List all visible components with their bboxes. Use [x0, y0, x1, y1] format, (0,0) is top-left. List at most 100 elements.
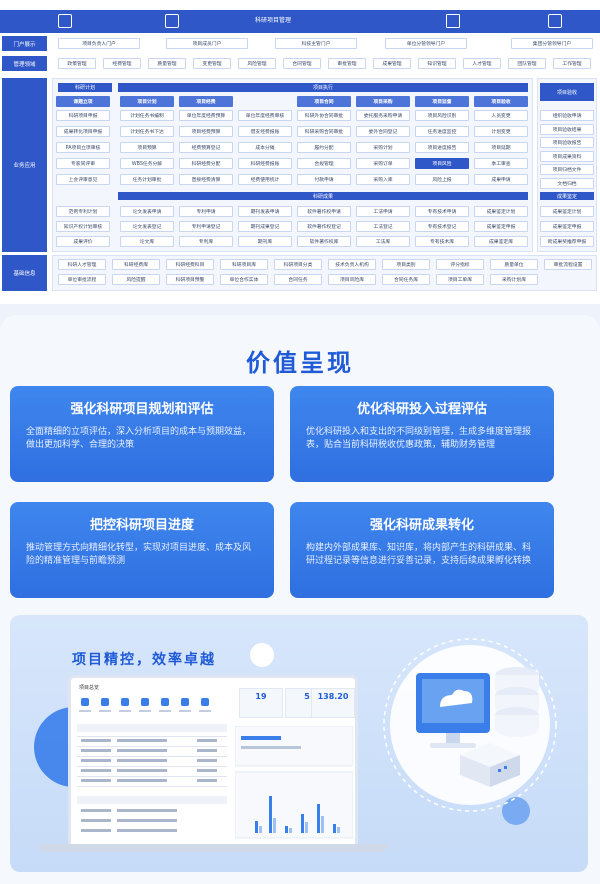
right-header: 项目验收 [540, 83, 594, 101]
outcome-item: 专有技术申请 [415, 206, 469, 217]
domain-item: 经费管理 [103, 58, 141, 69]
outcome-item: 成果鉴定库 [474, 236, 528, 247]
business-item: 借支经费报账 [238, 126, 292, 137]
business-item: 付款申请 [297, 174, 351, 185]
row-label-basic: 基础信息 [2, 255, 47, 291]
business-item: 科研经费分配 [179, 158, 233, 169]
appraisal-item: 跨成果奖推荐申报 [540, 236, 594, 247]
outcome-item: 成果评价 [56, 236, 110, 247]
chart-icon [165, 14, 179, 28]
business-item: 人员变更 [474, 110, 528, 121]
basic-item: 技术负责人机构 [328, 259, 376, 270]
business-col-header: 项目采购 [356, 96, 410, 107]
outcome-item: 专利申请 [179, 206, 233, 217]
outcome-item: 期刊成果登记 [238, 221, 292, 232]
business-item: 成果转化项目申报 [56, 126, 110, 137]
outcome-item: 软件著作权申请 [297, 206, 351, 217]
portal-item: 单位分管领导门户 [385, 38, 467, 49]
portal-item: 集团分管领导门户 [511, 38, 593, 49]
card-title: 强化科研成果转化 [369, 518, 474, 533]
computer-icon [446, 14, 460, 28]
domain-item: 合同管理 [283, 58, 321, 69]
portal-item: 项目负责人门户 [58, 38, 140, 49]
business-item: 项目预算 [120, 142, 174, 153]
business-item: 科研外协合同审批 [297, 110, 351, 121]
business-item: 计划任务书编制 [120, 110, 174, 121]
appraisal-item: 成果鉴定申报 [540, 221, 594, 232]
outcome-item: 论文发表登记 [120, 221, 174, 232]
outcome-item: 软件著作权库 [297, 236, 351, 247]
outcome-item: 成果鉴定计划 [474, 206, 528, 217]
domain-item: 工作管理 [553, 58, 591, 69]
stat-box: 138.20 [311, 688, 355, 718]
card-desc: 推动管理方式向精细化转型，实现对项目进度、成本及风险的精准管理与前瞻预测 [26, 543, 252, 566]
business-item: 任务计划审批 [120, 174, 174, 185]
outcome-item: 专有技术库 [415, 236, 469, 247]
value-card-outcome: 强化科研成果转化 构建内外部成果库、知识库，将内部产生的科研成果、科研过程记录等… [290, 502, 554, 598]
basic-item: 采购计划库 [490, 274, 538, 285]
outcome-header: 科研成果 [118, 192, 528, 200]
value-card-progress: 把控科研项目进度 推动管理方式向精细化转型，实现对项目进度、成本及风险的精准管理… [10, 502, 274, 598]
outcome-item: 期刊库 [238, 236, 292, 247]
business-item: 直接经费清算 [179, 174, 233, 185]
card-title: 优化科研投入过程评估 [356, 402, 487, 417]
acceptance-item: 文档归档 [540, 177, 594, 189]
stat-box: 19 [239, 688, 283, 718]
decor-circle [502, 797, 530, 825]
business-col-header: 课题立项 [56, 96, 110, 107]
business-item: 经费使用统计 [238, 174, 292, 185]
card-desc: 构建内外部成果库、知识库，将内部产生的科研成果、科研过程记录等信息进行妥善记录，… [306, 543, 532, 566]
basic-item: 质量单位 [490, 259, 538, 270]
business-item: 任务进度监控 [415, 126, 469, 137]
acceptance-item: 项目验收结果 [540, 123, 594, 135]
outcome-item: 专利库 [179, 236, 233, 247]
card-title: 强化科研项目规划和评估 [70, 402, 214, 417]
value-title: 价值呈现 [246, 349, 354, 377]
value-card-planning: 强化科研项目规划和评估 全面精细的立项评估，深入分析项目的成本与预期效益，做出更… [10, 386, 274, 482]
business-item: 项目风险 [415, 158, 469, 169]
basic-item: 科研人才管理 [58, 259, 106, 270]
basic-item: 单位审批流程 [58, 274, 106, 285]
portal-item: 科技主管门户 [275, 38, 357, 49]
basic-item: 审批流程设置 [544, 259, 592, 270]
domain-item: 人才管理 [463, 58, 501, 69]
acceptance-item: 项目成果资料 [540, 150, 594, 162]
plan-header: 科研计划 [58, 83, 112, 92]
outcome-item: 成果鉴定申报 [474, 221, 528, 232]
domain-item: 政策管理 [58, 58, 96, 69]
business-item: 项目进度报告 [415, 142, 469, 153]
domain-item: 成果管理 [373, 58, 411, 69]
appraisal-item: 成果鉴定计划 [540, 206, 594, 217]
decor-circle [250, 643, 274, 667]
outcome-item: 论文发表申请 [120, 206, 174, 217]
dash-title: 项目总览 [79, 685, 100, 691]
basic-item: 科研项目预警 [166, 274, 214, 285]
business-item: 单位年度经费审核 [238, 110, 292, 121]
acceptance-item: 项目验收报告 [540, 137, 594, 148]
dash-chart [235, 726, 353, 839]
domain-item: 审批管理 [328, 58, 366, 69]
card-title: 把控科研项目进度 [89, 518, 194, 533]
outcome-item: 知识产权计划审核 [56, 221, 110, 232]
business-item: 科研经费报账 [238, 158, 292, 169]
business-item: 专家同评审 [56, 158, 110, 169]
basic-item: 合同任务 [274, 274, 322, 285]
exec-header: 项目执行 [118, 83, 528, 92]
business-item: 委外合同登记 [356, 126, 410, 137]
business-item: 成本分摊 [238, 142, 292, 153]
basic-item: 项目类别 [382, 259, 430, 270]
basic-item: 科研项目分类 [274, 259, 322, 270]
acceptance-item: 项目归档文件 [540, 164, 594, 175]
outcome-item: 工法登记 [356, 221, 410, 232]
business-item: 项目经费预算 [179, 126, 233, 137]
business-item: 计划任务书下达 [120, 126, 174, 137]
domain-item: 知识管理 [418, 58, 456, 69]
portal-item: 项目成员门户 [166, 38, 248, 49]
promo-banner: 项目精控，效率卓越 项目总览 19 5 138.20 [10, 615, 588, 872]
business-item: 履约分配 [297, 142, 351, 153]
cloud-server-illustration [383, 638, 557, 812]
basic-item: 合同任务库 [382, 274, 430, 285]
dash-icon-row [79, 698, 211, 712]
basic-item: 单位合作实体 [220, 274, 268, 285]
promo-title: 项目精控，效率卓越 [72, 652, 216, 668]
